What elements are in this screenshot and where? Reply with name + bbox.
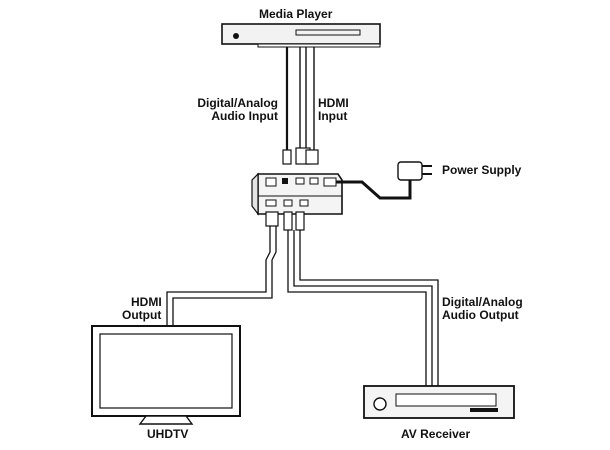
power-supply-label: Power Supply <box>442 163 522 177</box>
audio-output-label-line2: Audio Output <box>442 308 519 322</box>
power-cable <box>336 178 412 200</box>
audio-extractor-device <box>251 172 343 216</box>
hdmi-input-label-line1: HDMI <box>318 96 349 110</box>
av-receiver <box>363 385 515 419</box>
audio-input-plug <box>282 149 292 165</box>
hdmi-output-cable-b <box>172 226 277 326</box>
hdmi-input-label-line2: Input <box>318 109 348 123</box>
input-cables <box>282 47 319 165</box>
media-player-disc-slot <box>295 29 361 36</box>
media-player <box>221 23 381 48</box>
power-supply <box>336 161 432 200</box>
media-player-base <box>257 43 381 48</box>
media-player-label: Media Player <box>259 7 333 21</box>
av-receiver-label: AV Receiver <box>401 427 471 441</box>
receiver-display <box>395 393 497 407</box>
audio-output-label-line1: Digital/Analog <box>442 295 523 309</box>
device-port-a <box>265 177 277 187</box>
receiver-buttons <box>470 408 498 412</box>
audio-input-label-line1: Digital/Analog <box>197 96 278 110</box>
audio-output-plug-1 <box>283 211 293 231</box>
hdmi-output-cable-a <box>166 226 271 326</box>
device-dc-port <box>323 177 337 187</box>
tv-stand <box>138 415 194 425</box>
media-player-power-led <box>233 33 239 39</box>
hdmi-output-label-line1: HDMI <box>131 295 162 309</box>
uhdtv-label: UHDTV <box>147 427 189 441</box>
audio-output-cable-b <box>293 230 433 386</box>
audio-input-label-line2: Audio Input <box>211 109 278 123</box>
power-adapter-body <box>397 161 423 181</box>
hdmi-output-label-line2: Output <box>122 308 162 322</box>
uhdtv-display <box>91 325 241 425</box>
media-player-body <box>221 23 381 45</box>
audio-output-plug-2 <box>295 211 305 231</box>
device-port-d <box>309 177 319 185</box>
hdmi-output-plug <box>265 211 279 227</box>
hdmi-input-plug-2 <box>305 149 319 165</box>
device-port-c <box>295 177 305 185</box>
tv-screen <box>99 333 233 409</box>
audio-output-cable-a <box>287 230 427 386</box>
receiver-volume-knob <box>373 397 387 411</box>
device-port-b <box>282 178 288 184</box>
output-cables <box>166 211 439 386</box>
audio-output-cable-c <box>299 230 439 386</box>
